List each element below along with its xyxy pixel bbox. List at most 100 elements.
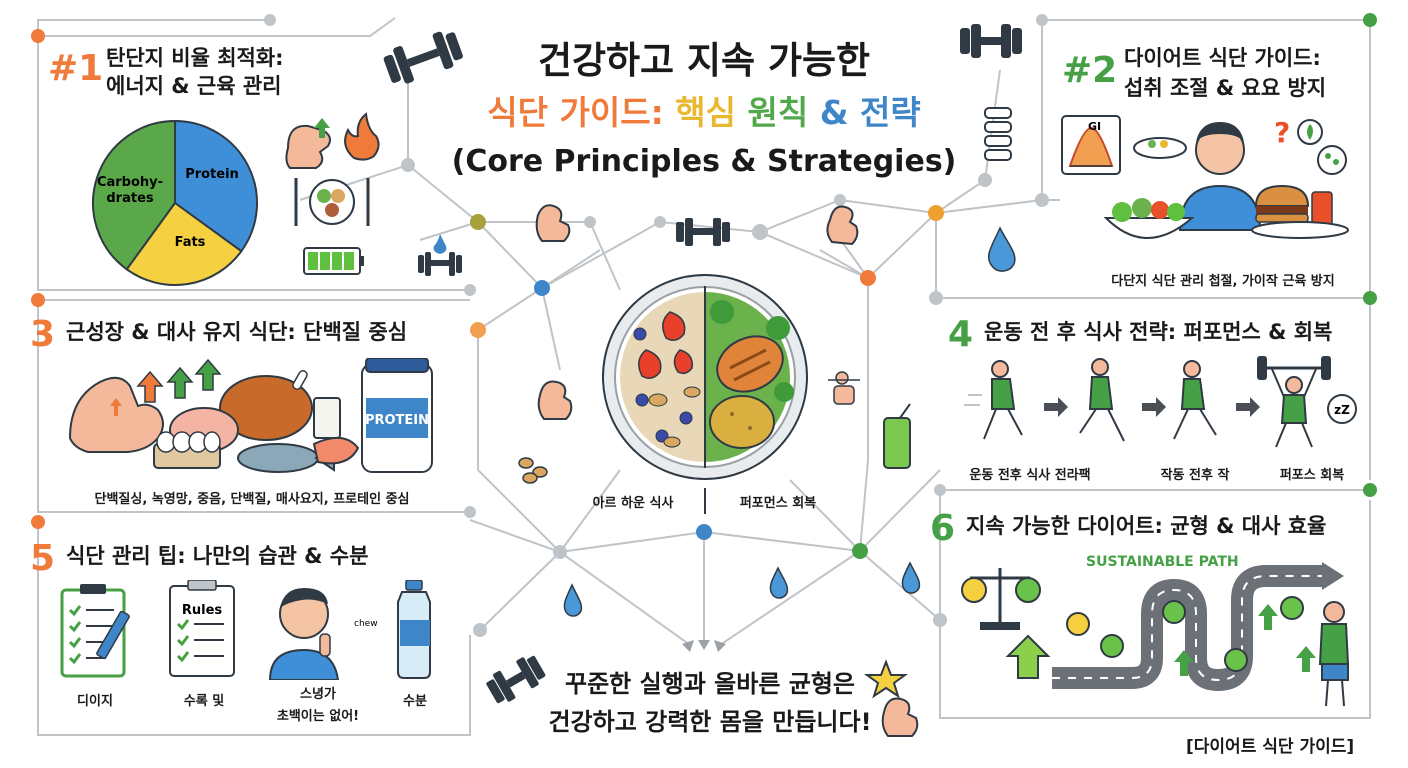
pie-label-protein: Protein [185, 167, 239, 182]
section-4-caption-2: 작동 전후 작 [1160, 468, 1230, 483]
center-right-caption: 퍼포먼스 회복 [739, 496, 817, 511]
path-arrow-icon [1322, 562, 1344, 590]
sustainable-path-label: SUSTAINABLE PATH [1086, 554, 1239, 570]
dumbbell-icon-center [676, 218, 730, 246]
section-2-title-line1: 다이어트 식단 가이드: [1124, 46, 1321, 70]
section-6-illustration [961, 562, 1350, 707]
runner-icon-2 [1079, 358, 1125, 442]
title-part-2: 원칙 [736, 93, 809, 132]
strawberry-icon [638, 311, 693, 379]
battery-icon [303, 247, 364, 275]
balance-scale-icon [961, 568, 1041, 630]
section-3-number: 3 [30, 314, 56, 355]
veggie-icon [1297, 119, 1347, 175]
star-icon [863, 659, 909, 699]
bicep-icon-2 [826, 205, 859, 246]
section-5-item-3: 스녕가 초백이는 없어! [276, 687, 360, 724]
macro-pie-chart: Carbohy- drates Protein Fats [92, 119, 258, 286]
section-3-caption: 단백질싱, 녹영망, 중음, 단백질, 매사요지, 프로테인 중심 [94, 492, 410, 507]
gi-label: GI [1088, 120, 1101, 133]
pie-slice-2 [125, 201, 243, 286]
dumbbell-icon-top-left [383, 31, 463, 84]
burger-icon [1251, 184, 1349, 239]
gi-chart-icon [1061, 115, 1121, 175]
dumbbell-icon-bottom [486, 655, 546, 704]
main-subtitle-en: (Core Principles & Strategies) [451, 144, 957, 179]
pie-slice-0 [92, 119, 176, 271]
section-5-title: 식단 관리 팁: 나만의 습관 & 수분 [66, 544, 369, 568]
section-5-illustration: Rules chew [60, 580, 431, 680]
bicep-icon-1 [535, 204, 571, 242]
title-part-1: 핵심 [663, 93, 736, 132]
question-mark-icon: ? [1274, 116, 1290, 149]
arrow-right-icon [1236, 397, 1260, 417]
main-title: 건강하고 지속 가능한 [537, 39, 871, 82]
section-6-number: 6 [930, 508, 956, 549]
flame-icon [344, 112, 380, 161]
section-3-illustration: PROTEIN [68, 358, 433, 473]
checklist-icon [60, 584, 130, 678]
section-2-illustration: GI ? [1061, 115, 1349, 239]
center-left-caption: 아르 하운 식사 [592, 496, 674, 511]
protein-jar-label: PROTEIN [365, 413, 429, 428]
arrow-right-icon [1142, 397, 1166, 417]
salad-bowl-icon [1103, 198, 1195, 239]
lifter-icon [828, 371, 860, 405]
bicep-icon-3 [537, 380, 573, 420]
eggs-icon [153, 431, 221, 469]
section-4-title: 운동 전 후 식사 전략: 퍼포먼스 & 회복 [984, 320, 1333, 344]
bottom-line-1: 꾸준한 실행과 올바른 균형은 [564, 670, 856, 698]
chicken-breast-icon [716, 335, 784, 393]
chicken-icon [219, 370, 313, 441]
pie-label-fats: Fats [175, 235, 206, 250]
section-1-illustrations [285, 112, 380, 275]
dumbbell-icon-top-right [960, 24, 1022, 58]
chew-label: chew [354, 619, 378, 629]
section-4-caption-1: 운동 전후 식사 전라팩 [969, 468, 1091, 483]
section-3-title: 근성장 & 대사 유지 식단: 단백질 중심 [66, 320, 408, 344]
section-1-number: #1 [48, 48, 104, 89]
footer-label: [다이어트 식단 가이드] [1186, 737, 1355, 757]
smoothie-icon [883, 403, 911, 469]
broccoli-icon [710, 300, 794, 402]
section-1-title-line1: 탄단지 비율 최적화: [106, 46, 284, 70]
sleep-zz-label: zZ [1334, 403, 1350, 417]
section-5-item-4: 수분 [403, 694, 427, 709]
lifter-icon-large [1257, 356, 1331, 448]
section-5-item-2: 수록 및 [183, 694, 225, 709]
potato-icon [709, 395, 775, 449]
rules-label: Rules [182, 603, 223, 618]
spine-icon [984, 107, 1012, 161]
section-5-item-1: 디이지 [77, 694, 113, 709]
title-part-0: 식단 가이드: [487, 93, 664, 132]
bottom-line-2: 건강하고 강력한 몸을 만듭니다! [548, 708, 872, 736]
section-2-title-line2: 섭취 조절 & 요요 방지 [1124, 76, 1327, 100]
up-arrow-icon [314, 118, 330, 138]
person-standing-icon [1318, 601, 1350, 707]
blue-flame-icon [433, 234, 447, 254]
main-subtitle: 식단 가이드: 핵심 원칙 & 전략 [0, 86, 1408, 134]
arrow-right-icon [1044, 397, 1068, 417]
plate-icon [294, 178, 370, 226]
milk-glass-icon [313, 397, 341, 439]
center-plate [602, 274, 808, 480]
pie-slice-1 [174, 119, 258, 253]
section-2-number: #2 [1062, 50, 1118, 91]
pie-label-carbs: Carbohy- [97, 175, 163, 190]
section-6-title: 지속 가능한 다이어트: 균형 & 대사 효율 [966, 514, 1327, 538]
bicep-icon-4 [881, 697, 919, 737]
runner-icon-3 [1173, 360, 1217, 440]
rules-clipboard-icon [169, 580, 235, 677]
center-divider [704, 488, 706, 514]
pie-label-carbs-2: drates [106, 191, 154, 206]
salmon-icon [312, 437, 360, 465]
title-part-3: & [808, 93, 849, 132]
nuts-icon [518, 457, 548, 484]
section-4-caption-3: 퍼포스 회복 [1279, 468, 1345, 483]
section-2-caption: 다단지 식단 관리 첩절, 가이작 근육 방지 [1111, 274, 1335, 289]
section-4-illustration: zZ [964, 356, 1357, 448]
big-up-arrow-icon [1005, 634, 1051, 679]
protein-jar-icon [361, 358, 433, 473]
